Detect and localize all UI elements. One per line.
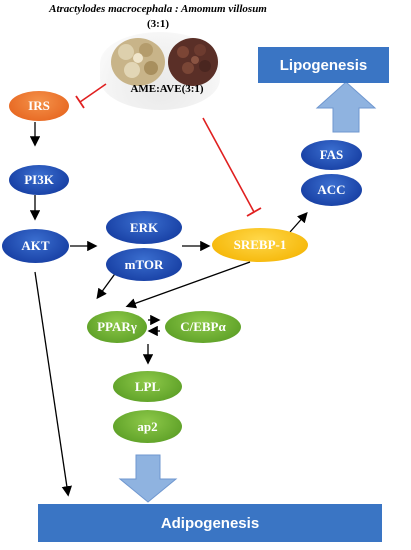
irs-node: IRS	[9, 91, 69, 121]
atractylodes-herb-image	[111, 38, 165, 86]
akt-node: AKT	[2, 229, 69, 263]
arrow-srebp1-acc	[289, 212, 308, 233]
adipogenesis-box: Adipogenesis	[38, 504, 382, 542]
srebp1-node: SREBP-1	[212, 228, 308, 262]
amomum-herb-image	[168, 38, 218, 86]
ratio-label: (3:1)	[147, 18, 169, 30]
ppar-gamma-node: PPARγ	[87, 311, 147, 343]
pi3k-node: PI3K	[9, 165, 69, 195]
figure-title: Atractylodes macrocephala : Amomum villo…	[49, 3, 267, 15]
inhibit-srebp1	[202, 117, 262, 217]
arrow-akt-adipogenesis	[34, 271, 72, 497]
arrow-mtor-ppar	[96, 270, 118, 300]
lipogenesis-big-arrow	[315, 81, 377, 133]
cebp-alpha-node: C/EBPα	[165, 311, 241, 343]
ap2-node: ap2	[113, 410, 182, 443]
erk-node: ERK	[106, 211, 182, 244]
fas-node: FAS	[301, 140, 362, 170]
herb-ratio-label: AME:AVE(3:1)	[130, 83, 204, 95]
lipogenesis-box: Lipogenesis	[258, 47, 389, 83]
adipogenesis-big-arrow	[118, 454, 178, 503]
inhibit-irs	[75, 83, 107, 109]
arrow-srebp1-ppar	[125, 261, 251, 309]
mtor-node: mTOR	[106, 248, 182, 281]
lpl-node: LPL	[113, 371, 182, 402]
acc-node: ACC	[301, 174, 362, 206]
